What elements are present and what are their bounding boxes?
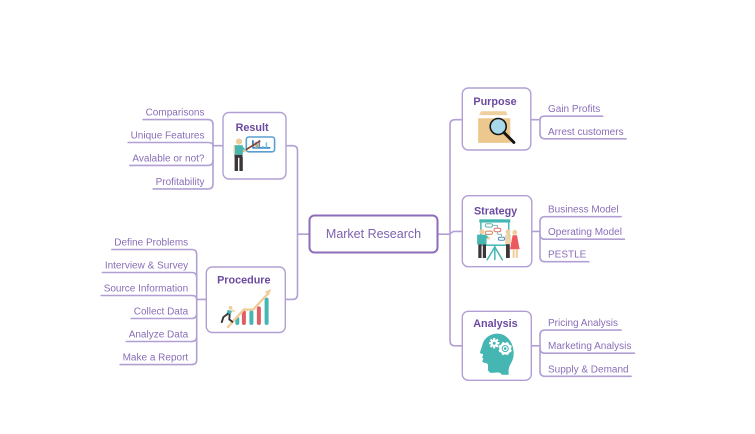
svg-text:Gain Profits: Gain Profits <box>548 104 600 115</box>
svg-text:Operating Model: Operating Model <box>548 227 622 238</box>
svg-text:Source Information: Source Information <box>104 284 189 295</box>
svg-text:Unique Features: Unique Features <box>131 131 205 142</box>
svg-text:Profitability: Profitability <box>156 177 205 188</box>
svg-text:Pricing Analysis: Pricing Analysis <box>548 318 618 329</box>
svg-text:Comparisons: Comparisons <box>146 108 205 119</box>
svg-text:Market Research: Market Research <box>326 227 421 241</box>
svg-text:Purpose: Purpose <box>473 96 516 108</box>
svg-text:Define Problems: Define Problems <box>114 238 188 249</box>
svg-text:Analysis: Analysis <box>473 318 517 330</box>
svg-text:Strategy: Strategy <box>474 205 517 217</box>
svg-text:Supply & Demand: Supply & Demand <box>548 364 629 375</box>
svg-text:PESTLE: PESTLE <box>548 250 587 261</box>
svg-text:Marketing Analysis: Marketing Analysis <box>548 341 631 352</box>
svg-text:Arrest customers: Arrest customers <box>548 127 624 138</box>
svg-text:Avalable or not?: Avalable or not? <box>132 153 205 164</box>
svg-text:Analyze Data: Analyze Data <box>129 330 189 341</box>
svg-text:Interview & Survey: Interview & Survey <box>105 261 188 272</box>
svg-text:Procedure: Procedure <box>217 275 270 287</box>
svg-text:Collect Data: Collect Data <box>134 307 189 318</box>
svg-text:Result: Result <box>236 122 269 134</box>
svg-text:Make a Report: Make a Report <box>123 353 189 364</box>
svg-text:Business Model: Business Model <box>548 205 619 216</box>
